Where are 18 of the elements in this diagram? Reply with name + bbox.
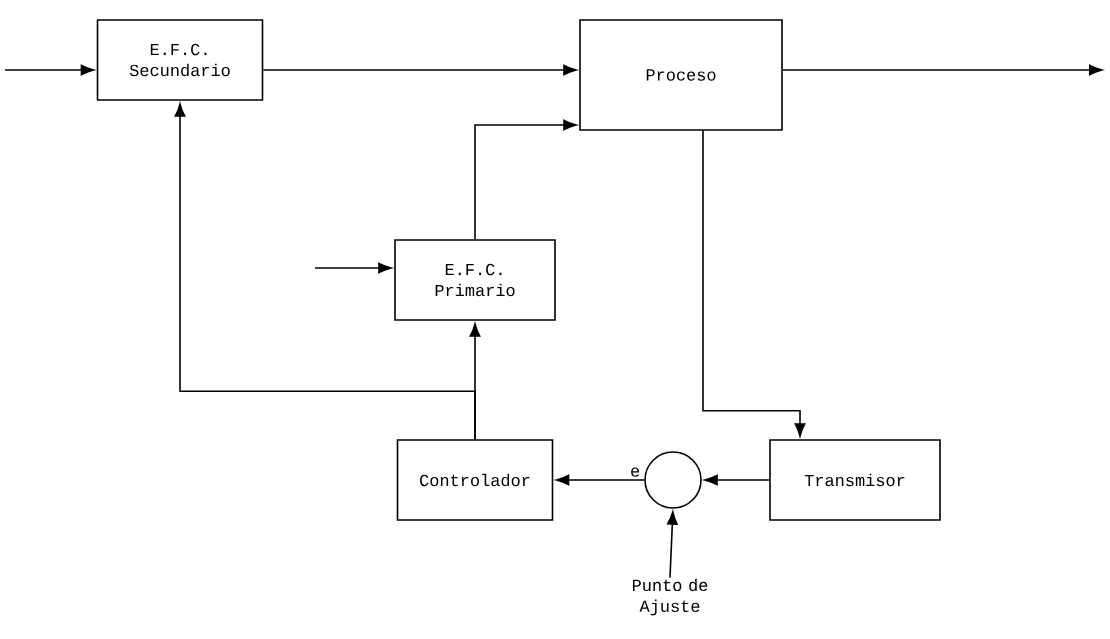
- block-box: Transmisor: [769, 439, 941, 521]
- block-box: E.F.C. Secundario: [96, 19, 264, 101]
- arrow: [262, 64, 577, 76]
- arrow: [555, 474, 645, 486]
- input-label: Punto de Ajuste: [632, 578, 708, 616]
- edge-label: e: [629, 466, 642, 478]
- block-box: E.F.C. Primario: [394, 239, 556, 321]
- arrow: [4, 64, 95, 76]
- arrow: [174, 103, 476, 440]
- arrow: [702, 130, 806, 437]
- arrow: [666, 511, 678, 579]
- arrow: [704, 474, 770, 486]
- block-box: Controlador: [396, 439, 554, 521]
- summing-junction: [644, 451, 702, 509]
- arrow: [314, 262, 392, 274]
- arrow: [782, 64, 1103, 76]
- arrow: [474, 119, 577, 240]
- block-box: Proceso: [579, 19, 783, 131]
